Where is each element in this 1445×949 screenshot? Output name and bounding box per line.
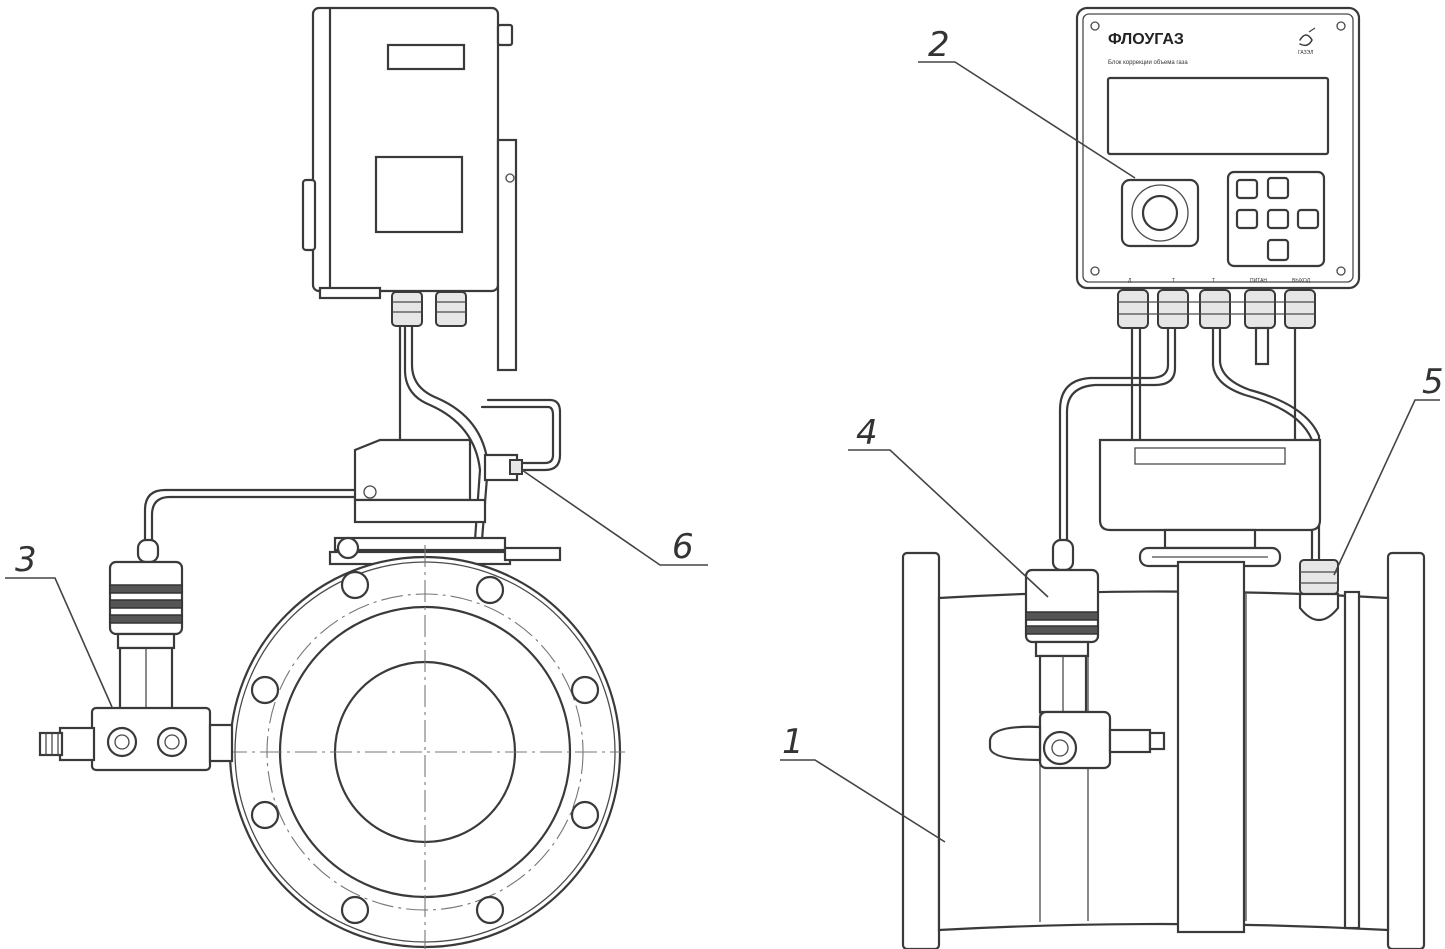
keypad-button-icon	[1235, 178, 1259, 200]
lcd-display	[1106, 76, 1330, 156]
side-view	[5, 6, 708, 949]
keypad-button-icon	[1266, 176, 1290, 200]
optical-port-icon	[1120, 178, 1200, 248]
side-flange	[225, 545, 625, 949]
keypad	[1226, 170, 1326, 268]
volume-corrector-unit: ФЛОУГАЗ Блок коррекции объема газа ГАЗЭЛ	[1075, 6, 1361, 290]
port-label: Д	[1128, 278, 1132, 284]
meter-body	[901, 551, 1426, 949]
port-label: ВЫХОД	[1292, 278, 1311, 284]
keypad-button-icon	[1296, 208, 1320, 230]
front-pressure-sensor	[988, 538, 1166, 770]
keypad-button-icon	[1235, 208, 1259, 230]
side-top-brackets	[328, 536, 562, 566]
front-view: ФЛОУГАЗ Блок коррекции объема газа ГАЗЭЛ	[780, 6, 1440, 949]
port-label: Т	[1212, 278, 1215, 284]
logo-caption: ГАЗЭЛ	[1298, 50, 1313, 56]
port-label: ПИТАН	[1250, 278, 1267, 284]
device-brand: ФЛОУГАЗ	[1108, 31, 1184, 48]
callout-6: 6	[672, 527, 694, 567]
port-label: Т	[1172, 278, 1175, 284]
side-cable-glands	[391, 291, 467, 327]
callout-1: 1	[782, 722, 804, 762]
callout-4: 4	[856, 413, 878, 453]
device-subtitle: Блок коррекции объема газа	[1108, 60, 1188, 66]
side-electronic-unit	[301, 6, 518, 372]
logo-icon	[1299, 27, 1316, 47]
callout-3: 3	[15, 540, 37, 580]
side-valve-manifold	[38, 706, 234, 772]
keypad-button-icon	[1266, 208, 1290, 230]
callout-2: 2	[928, 25, 950, 65]
side-cables	[398, 324, 562, 542]
front-adapter	[1098, 438, 1322, 568]
temperature-sensor	[1298, 559, 1340, 622]
keypad-button-icon	[1266, 238, 1290, 262]
callout-5: 5	[1422, 362, 1444, 402]
side-adapter-block	[353, 438, 523, 524]
front-cables	[1058, 326, 1321, 562]
front-cable-glands	[1117, 289, 1316, 329]
